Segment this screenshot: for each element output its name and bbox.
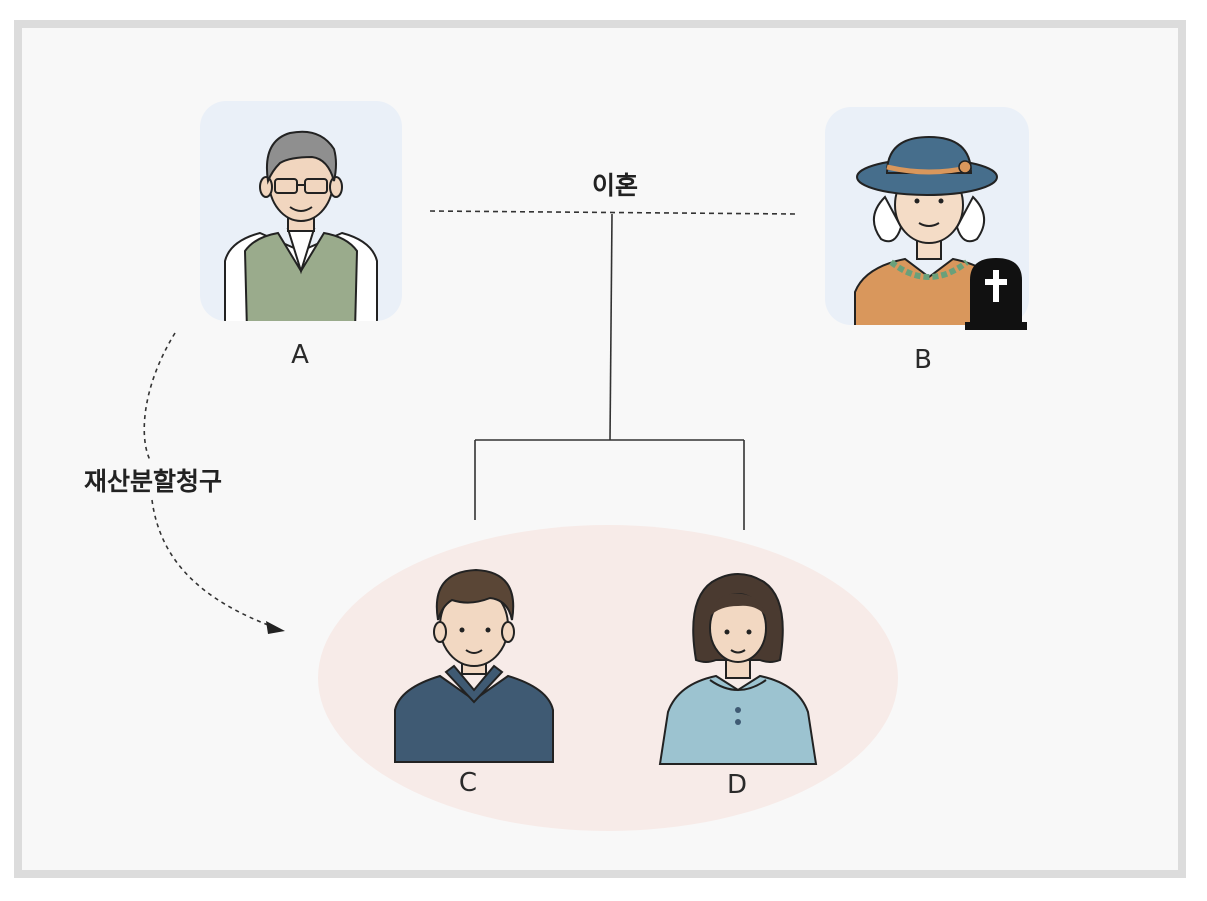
elderly-man-icon — [224, 130, 378, 321]
person-c-label: C — [458, 768, 478, 798]
divorce-dashed-line — [429, 210, 796, 215]
person-b-label: B — [914, 345, 932, 375]
person-d-label: D — [726, 770, 748, 800]
claim-dashed-arrow — [143, 332, 277, 629]
property-division-claim-label: 재산분할청구 — [83, 467, 222, 496]
person-a-card — [200, 101, 402, 321]
divorce-label: 이혼 — [591, 171, 638, 200]
person-a-label: A — [291, 340, 309, 370]
claim-arrowhead — [266, 621, 285, 634]
elderly-woman-icon — [854, 135, 1004, 325]
descent-line — [609, 213, 613, 441]
person-b-card — [825, 107, 1029, 325]
